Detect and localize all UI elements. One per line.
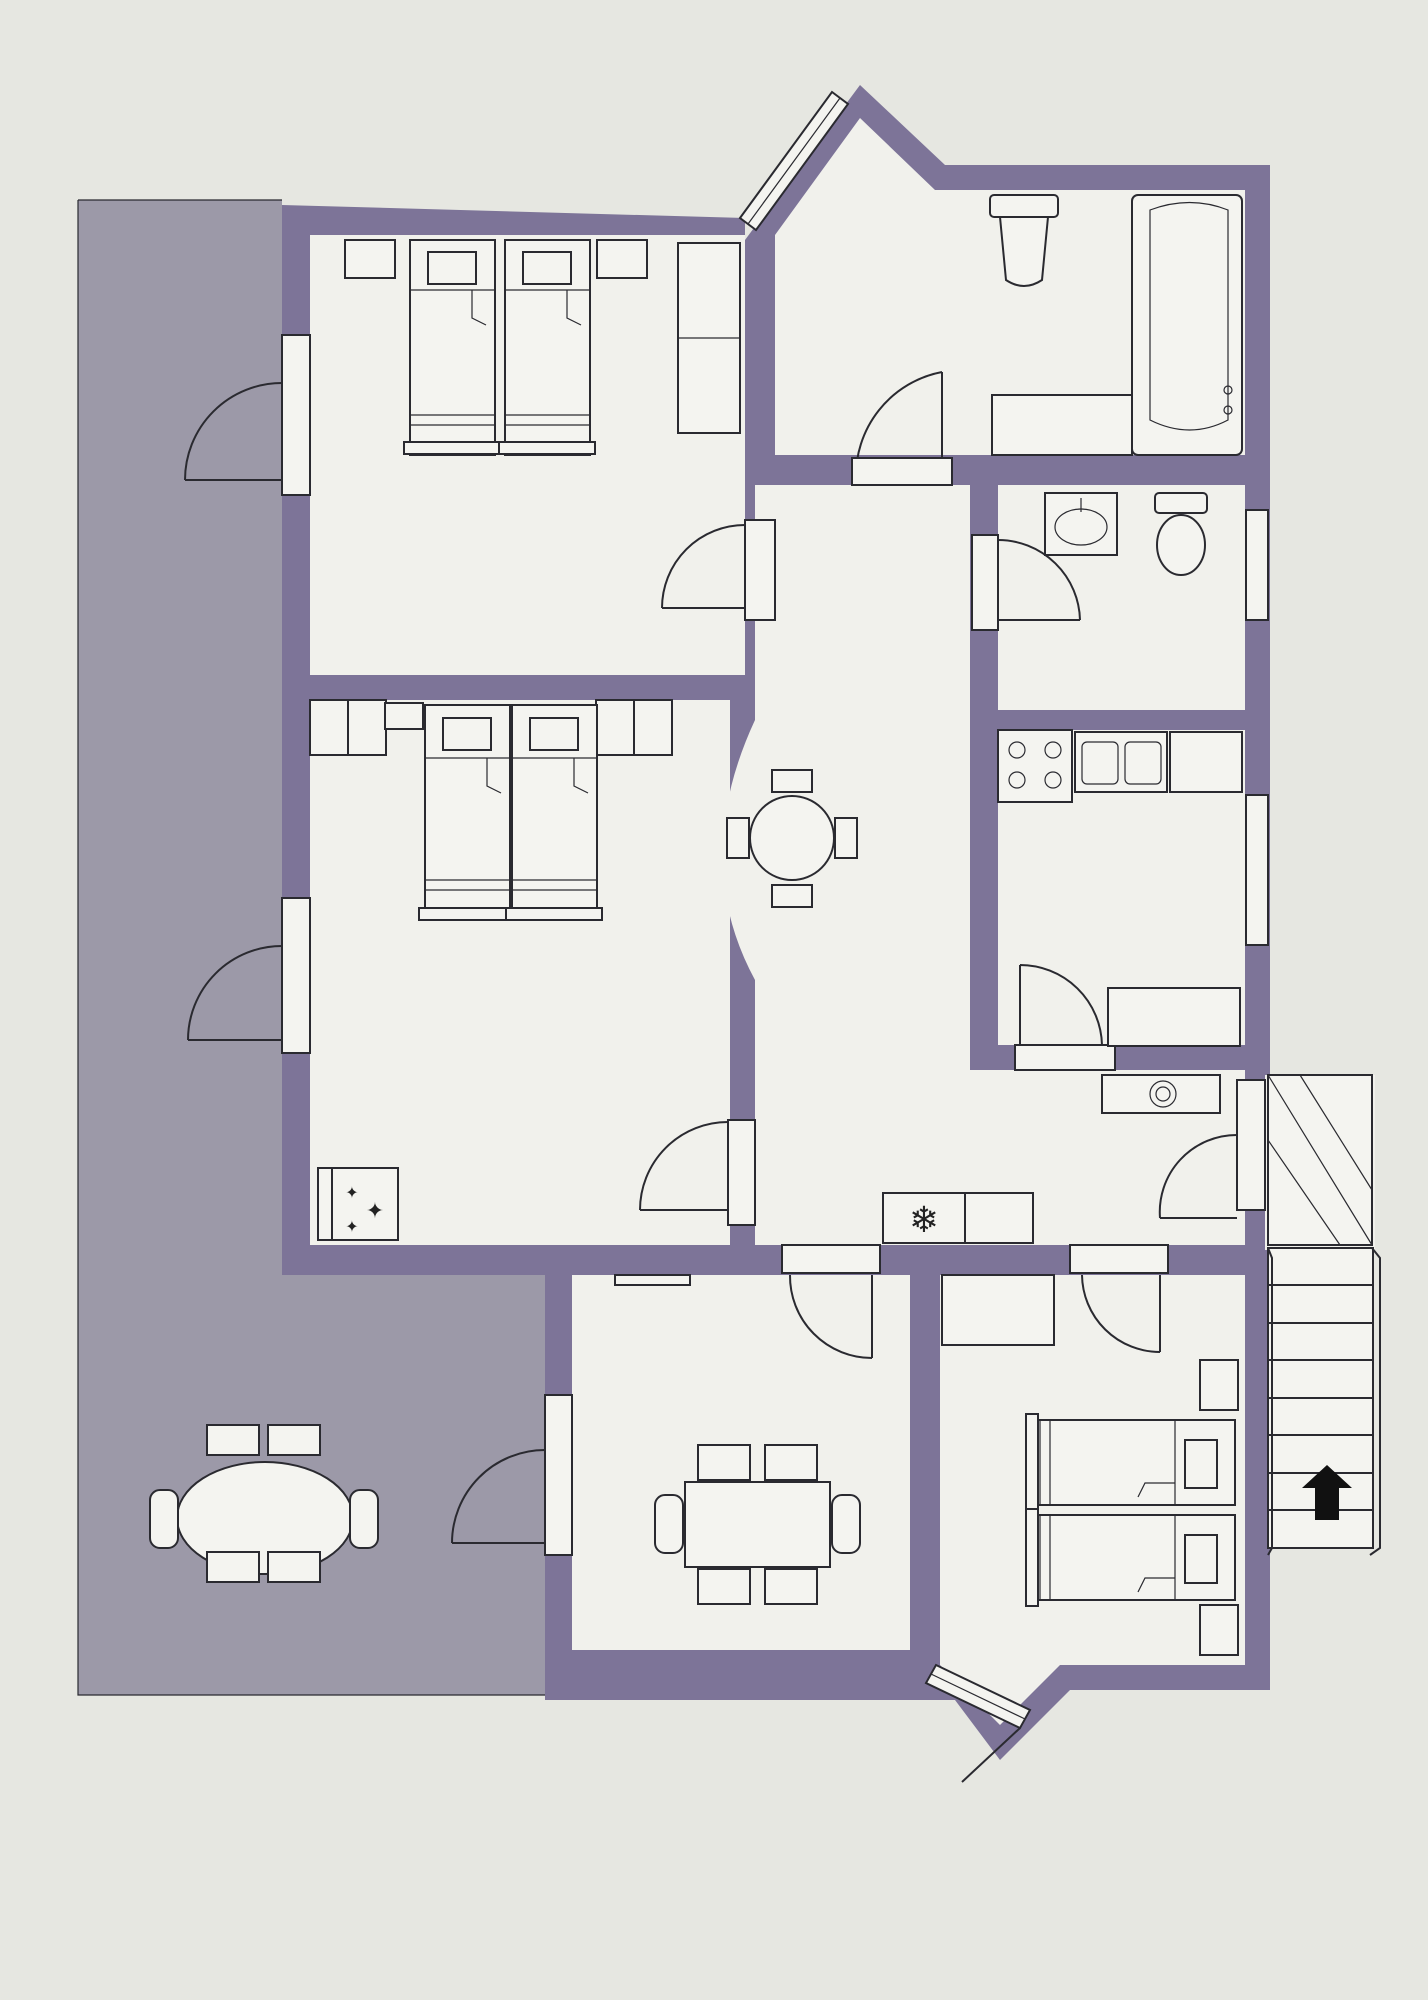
sink-icon [1044, 492, 1118, 556]
single-bed [505, 704, 603, 921]
bay-window-top [738, 90, 850, 232]
door-dining-terrace [451, 1394, 573, 1556]
single-bed [418, 704, 516, 921]
chair [654, 1494, 684, 1554]
chair [697, 1568, 751, 1605]
nightstand [309, 699, 349, 756]
single-bed [403, 239, 501, 456]
single-bed [1025, 1508, 1236, 1607]
door-stairs [1158, 1079, 1266, 1219]
door-dining-room [781, 1244, 881, 1359]
door-bedroom-1-terrace [184, 334, 311, 496]
svg-text:✦: ✦ [345, 1183, 358, 1202]
chair [697, 1444, 751, 1481]
chair [831, 1494, 861, 1554]
counter [1169, 731, 1243, 793]
single-bed [498, 239, 596, 456]
window-kitchen [1245, 794, 1269, 946]
hall-table [726, 769, 858, 908]
dining-table [654, 1444, 861, 1605]
chair [206, 1551, 260, 1583]
nightstand [344, 239, 396, 279]
hallway-dining-floor [722, 485, 1245, 1245]
svg-text:✦: ✦ [345, 1217, 358, 1236]
counter [964, 1192, 1034, 1244]
washing-machine-icon [1101, 1074, 1221, 1114]
nightstand [595, 699, 635, 756]
nightstand [1199, 1604, 1239, 1656]
stairs-up-arrow-icon [1302, 1465, 1352, 1520]
bench [384, 702, 424, 730]
bay-window-bottom [924, 1663, 1032, 1783]
door-bedroom-2-hall [639, 1119, 756, 1226]
window-dining [614, 1274, 691, 1286]
chair [771, 884, 813, 908]
bath-cabinet [991, 394, 1133, 456]
chair [349, 1489, 379, 1549]
nightstand [1199, 1359, 1239, 1411]
terrace [77, 199, 545, 1696]
stove-icon [997, 729, 1073, 803]
wc-floor [998, 485, 1245, 710]
chair [764, 1444, 818, 1481]
bedroom-3-furniture [941, 1274, 1239, 1656]
nightstand [596, 239, 648, 279]
chair [149, 1489, 179, 1549]
stove-icon: ✦ ✦ ✦ [317, 1167, 399, 1241]
staircase [1267, 1074, 1381, 1556]
wall-windows [614, 509, 1269, 1286]
door-kitchen [1014, 964, 1116, 1071]
chair [267, 1551, 321, 1583]
toilet-icon [1154, 492, 1208, 576]
chair [834, 817, 858, 859]
chair [726, 817, 750, 859]
toilet-icon [989, 194, 1059, 287]
counter [1107, 987, 1241, 1047]
chair [771, 769, 813, 793]
terrace-table [149, 1424, 379, 1583]
chair [206, 1424, 260, 1456]
kitchen-fixtures [997, 729, 1243, 1114]
door-bedroom-2-terrace [187, 897, 311, 1054]
chair [267, 1424, 321, 1456]
desk [941, 1274, 1055, 1346]
nightstand [347, 699, 387, 756]
door-wc [971, 534, 1081, 631]
snowflake-icon: ❄ [909, 1200, 939, 1241]
svg-text:✦: ✦ [366, 1199, 384, 1224]
bathroom-fixtures [989, 194, 1243, 456]
wardrobe [677, 242, 741, 434]
refrigerator: ❄ [882, 1192, 1034, 1244]
bedroom-2-furniture: ✦ ✦ ✦ [309, 699, 673, 1241]
doors [184, 334, 1266, 1556]
bathtub-icon [1131, 194, 1243, 456]
bathroom-floor [775, 118, 1245, 455]
kitchen-sink-icon [1074, 731, 1168, 793]
nightstand [633, 699, 673, 756]
door-bedroom-3 [1069, 1244, 1169, 1353]
door-bedroom-1-hall [661, 519, 776, 621]
bedroom-1-furniture [344, 239, 741, 456]
door-bathroom [851, 371, 953, 486]
window-wc [1245, 509, 1269, 621]
chair [764, 1568, 818, 1605]
wc-fixtures [1044, 492, 1208, 576]
single-bed [1025, 1413, 1236, 1512]
